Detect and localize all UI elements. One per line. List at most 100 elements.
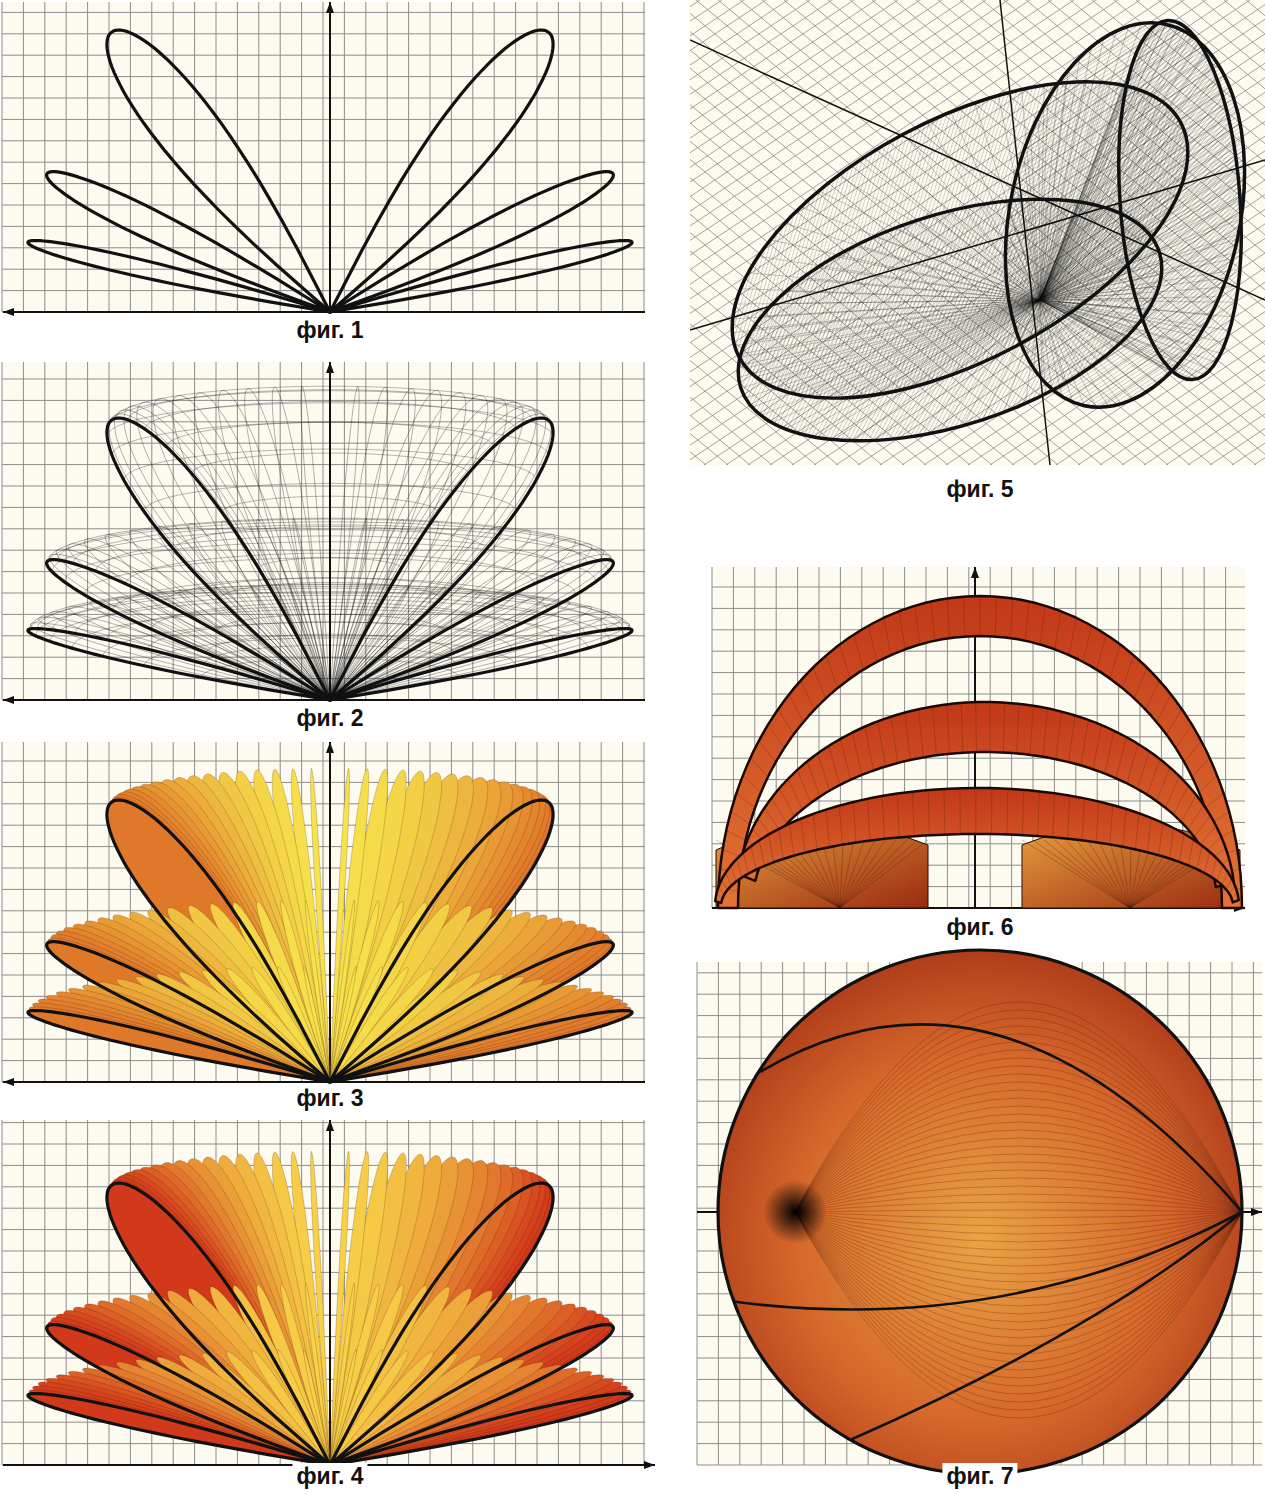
mesh-line bbox=[29, 587, 632, 632]
figure-2 bbox=[2, 362, 645, 704]
mesh-line bbox=[64, 542, 596, 582]
mesh-line bbox=[49, 554, 330, 700]
axis-line bbox=[329, 362, 331, 700]
grid-ground bbox=[2, 2, 645, 312]
figure-5 bbox=[0, 0, 1265, 488]
petal-curve bbox=[28, 629, 330, 700]
grid-ground bbox=[712, 567, 1245, 908]
mesh-line bbox=[116, 386, 545, 418]
surface-edge bbox=[1108, 16, 1253, 383]
mesh-line bbox=[73, 525, 587, 564]
mesh-line bbox=[795, 1002, 1242, 1418]
figure-7 bbox=[697, 950, 1262, 1474]
sphere-edge bbox=[718, 950, 1242, 1474]
singular-point bbox=[763, 1180, 827, 1244]
axis-line bbox=[329, 742, 331, 1082]
petal-curve bbox=[330, 1011, 632, 1082]
mesh-line bbox=[715, 788, 1238, 903]
mesh-line bbox=[52, 530, 608, 572]
petal-curve bbox=[330, 1325, 613, 1465]
figure-3 bbox=[2, 742, 645, 1086]
mesh-line bbox=[330, 387, 388, 700]
grid-lines bbox=[712, 567, 1245, 908]
mesh-line bbox=[330, 518, 331, 700]
mesh-line bbox=[128, 390, 532, 420]
axis-arrow bbox=[1251, 1208, 1262, 1216]
axis-line bbox=[329, 2, 331, 312]
figure-caption: фиг. 4 bbox=[292, 1463, 367, 1490]
mesh-line bbox=[107, 403, 553, 436]
mesh-line bbox=[330, 386, 331, 700]
axis-arrow bbox=[3, 308, 14, 316]
mesh-line bbox=[29, 584, 631, 629]
grid-lines bbox=[2, 1120, 645, 1465]
mesh-line bbox=[35, 592, 624, 636]
mesh-surface bbox=[972, 0, 1265, 429]
petal-curve bbox=[47, 942, 330, 1082]
surface-strip bbox=[330, 1349, 331, 1465]
axis-arrow bbox=[3, 696, 14, 704]
mesh-line bbox=[112, 422, 548, 455]
figure-1 bbox=[2, 2, 645, 316]
petal-curve bbox=[28, 241, 330, 312]
petal-curve bbox=[330, 629, 632, 700]
axis-arrow bbox=[326, 1120, 334, 1131]
figure-caption: фиг. 1 bbox=[292, 317, 367, 344]
mesh-line bbox=[144, 483, 516, 511]
petal-curve bbox=[330, 241, 632, 312]
mesh-surface bbox=[1108, 16, 1253, 383]
axis-arrow bbox=[326, 742, 334, 753]
axis-arrow bbox=[326, 362, 334, 373]
mesh-line bbox=[222, 496, 438, 512]
grid-ground bbox=[2, 1120, 645, 1465]
petal-curve bbox=[28, 1011, 330, 1082]
figure-caption: фиг. 6 bbox=[942, 914, 1017, 941]
petal-curve bbox=[330, 942, 613, 1082]
petal-curve bbox=[330, 560, 613, 700]
mesh-line bbox=[153, 399, 330, 700]
mesh-line bbox=[58, 519, 603, 560]
mesh-line bbox=[145, 401, 515, 429]
mesh-line bbox=[330, 629, 632, 700]
figure-caption: фиг. 3 bbox=[292, 1085, 367, 1112]
petal-curve bbox=[330, 172, 613, 312]
surface-strip bbox=[330, 768, 331, 1082]
surface-strip bbox=[28, 1394, 330, 1465]
mesh-line bbox=[126, 553, 535, 584]
axis-arrow bbox=[971, 567, 979, 578]
figure-6 bbox=[712, 567, 1245, 912]
surface-strip bbox=[28, 1011, 330, 1082]
petal-curve bbox=[47, 1325, 330, 1465]
mesh-line bbox=[107, 606, 554, 640]
surface-strip bbox=[330, 900, 331, 1082]
mesh-line bbox=[732, 20, 1244, 440]
petal-curve bbox=[47, 560, 330, 700]
surface-strip bbox=[330, 1283, 331, 1465]
grid-ground bbox=[2, 742, 645, 1082]
figure-caption: фиг. 5 bbox=[942, 476, 1017, 503]
axis-arrow bbox=[644, 1461, 655, 1469]
grid-lines bbox=[2, 2, 645, 312]
axis-arrow bbox=[326, 2, 334, 13]
figure-caption: фиг. 2 bbox=[292, 705, 367, 732]
surface-edge bbox=[972, 0, 1265, 429]
grid-lines bbox=[2, 362, 645, 700]
axis-line bbox=[329, 1120, 331, 1465]
mesh-line bbox=[166, 422, 493, 447]
figure-caption: фиг. 7 bbox=[942, 1463, 1017, 1490]
mesh-line bbox=[330, 584, 331, 700]
mesh-line bbox=[718, 596, 1242, 908]
figure-4 bbox=[2, 1120, 655, 1469]
mesh-line bbox=[47, 522, 613, 565]
petal-curve bbox=[47, 172, 330, 312]
surface-strip bbox=[330, 1151, 331, 1465]
surface-strip bbox=[330, 966, 331, 1082]
ribbon-surface bbox=[718, 596, 1242, 908]
sphere-surface bbox=[718, 950, 1242, 1474]
surface-strip bbox=[330, 966, 356, 1082]
mesh-line bbox=[115, 410, 331, 700]
mesh-line bbox=[192, 453, 468, 474]
petal-curve bbox=[28, 1394, 330, 1465]
surface-strip bbox=[330, 1349, 356, 1465]
